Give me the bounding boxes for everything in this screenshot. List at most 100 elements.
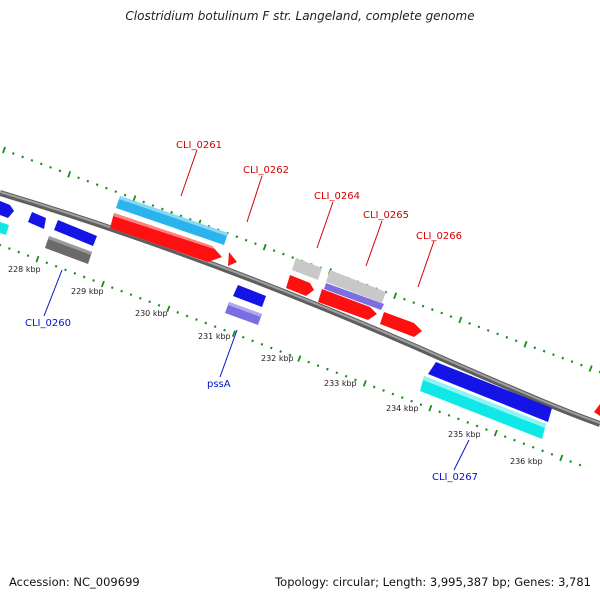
gene-arrow[interactable]	[233, 285, 266, 307]
minor-tick	[431, 308, 434, 311]
major-tick	[262, 243, 267, 251]
minor-tick	[513, 438, 516, 442]
minor-tick	[372, 385, 376, 389]
minor-tick	[54, 264, 58, 268]
gene-cli-0261-red[interactable]	[110, 213, 222, 262]
minor-tick	[120, 289, 123, 293]
minor-tick	[531, 445, 535, 449]
lower-tick-ring	[0, 243, 582, 467]
minor-tick	[288, 353, 292, 357]
gene-cli-0262[interactable]	[228, 252, 237, 266]
minor-tick	[123, 193, 127, 197]
minor-tick	[447, 413, 451, 417]
minor-tick	[77, 176, 80, 180]
minor-tick	[251, 339, 254, 343]
scale-label: 235 kbp	[448, 430, 481, 439]
minor-tick	[400, 396, 404, 399]
minor-tick	[419, 403, 423, 407]
scale-label: 232 kbp	[261, 354, 294, 363]
minor-tick	[269, 346, 273, 350]
minor-tick	[382, 389, 385, 392]
gene-label[interactable]: CLI_0266	[416, 231, 462, 242]
gene-box[interactable]	[45, 236, 92, 264]
minor-tick	[440, 311, 444, 315]
scale-label: 233 kbp	[324, 379, 357, 388]
gene-arrow[interactable]	[0, 222, 9, 235]
minor-tick	[8, 247, 11, 250]
gene-label[interactable]: pssA	[207, 379, 231, 390]
gene-label[interactable]: CLI_0261	[176, 140, 222, 151]
gene-highlight	[228, 302, 262, 317]
minor-tick	[466, 421, 470, 424]
minor-tick	[39, 162, 43, 166]
gene-labels: CLI_0261 CLI_0262 CLI_0264 CLI_0265 CLI_…	[25, 140, 478, 483]
minor-tick	[477, 325, 481, 329]
minor-tick	[64, 268, 67, 272]
gene-cli-0267[interactable]	[420, 376, 546, 439]
minor-tick	[578, 463, 582, 467]
minor-tick	[114, 190, 118, 194]
gene-label[interactable]: CLI_0260	[25, 318, 71, 329]
major-tick	[132, 195, 137, 202]
major-tick	[100, 280, 105, 288]
minor-tick	[410, 399, 413, 403]
major-tick	[362, 380, 367, 387]
minor-tick	[129, 293, 133, 297]
gene-arrow[interactable]	[0, 201, 14, 218]
gene-label[interactable]: CLI_0264	[314, 191, 360, 202]
gene-arrow[interactable]	[28, 212, 46, 229]
minor-tick	[580, 363, 583, 367]
minor-tick	[316, 364, 320, 368]
callout-lines	[43, 149, 470, 471]
minor-tick	[213, 325, 217, 328]
minor-tick	[335, 371, 339, 375]
gene-cli-0267-blue[interactable]	[428, 362, 552, 422]
minor-tick	[105, 186, 108, 190]
minor-tick	[542, 349, 546, 353]
scale-labels: 228 kbp 229 kbp 230 kbp 231 kbp 232 kbp …	[8, 265, 543, 466]
gene-cli-0265[interactable]	[326, 270, 386, 303]
gene-highlight	[423, 376, 546, 428]
gene-cli-0264[interactable]	[292, 258, 322, 280]
minor-tick	[486, 328, 490, 332]
gene-label[interactable]: CLI_0267	[432, 472, 478, 483]
minor-tick	[485, 428, 488, 431]
topology-summary: Topology: circular; Length: 3,995,387 bp…	[275, 575, 591, 589]
major-tick	[35, 255, 40, 263]
minor-tick	[403, 297, 406, 301]
major-tick	[588, 365, 593, 372]
minor-tick	[561, 356, 565, 360]
minor-tick	[86, 179, 90, 183]
minor-tick	[514, 339, 518, 343]
minor-tick	[223, 328, 226, 332]
minor-tick	[307, 360, 311, 364]
gene-cli-0265-red[interactable]	[318, 289, 377, 320]
gene-label[interactable]: CLI_0265	[363, 210, 409, 221]
minor-tick	[179, 214, 183, 218]
minor-tick	[244, 238, 248, 242]
major-tick	[231, 330, 236, 338]
minor-tick	[11, 152, 15, 155]
upper-tick-ring	[2, 146, 600, 374]
minor-tick	[160, 207, 164, 211]
gene-label[interactable]: CLI_0262	[243, 165, 289, 176]
minor-tick	[505, 335, 509, 339]
minor-tick	[82, 275, 86, 279]
major-tick	[523, 340, 528, 348]
gene-cli-0265-purple[interactable]	[324, 283, 384, 310]
minor-tick	[260, 342, 264, 346]
gene-arrow[interactable]	[594, 404, 600, 416]
gene-arrow[interactable]	[54, 220, 97, 246]
gene-cli-0264-red[interactable]	[286, 275, 314, 296]
minor-tick	[195, 318, 198, 321]
gene-cli-0261[interactable]	[116, 196, 228, 245]
gene-pssa[interactable]	[225, 302, 262, 325]
major-tick	[166, 305, 171, 313]
minor-tick	[21, 155, 24, 159]
major-tick	[297, 355, 302, 362]
minor-tick	[421, 304, 425, 308]
gene-box-top	[48, 236, 92, 255]
genome-title: Clostridium botulinum F str. Langeland, …	[125, 9, 475, 23]
gene-cli-0266[interactable]	[380, 312, 422, 337]
